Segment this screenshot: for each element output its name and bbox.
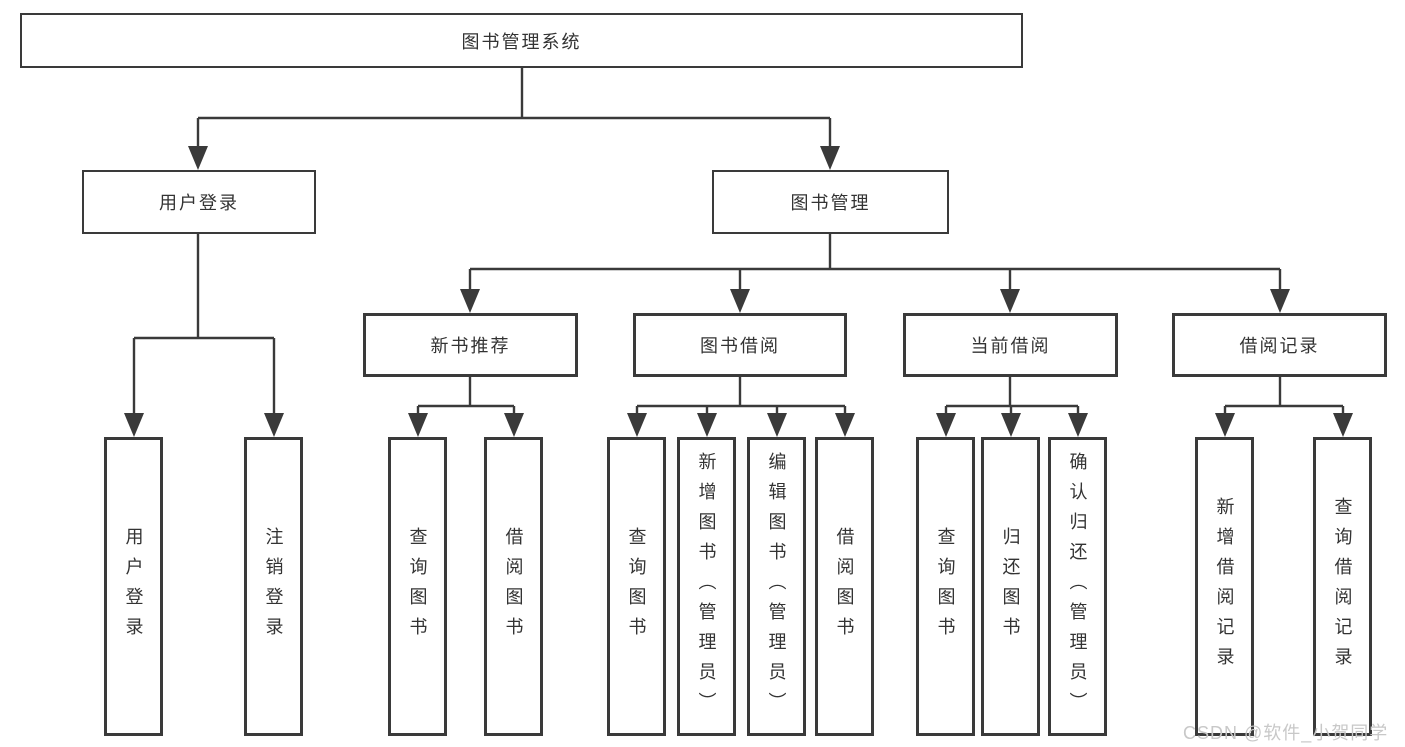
leaf-label: 查询借阅记录 (1332, 496, 1353, 677)
leaf-label: 查询图书 (626, 526, 647, 647)
connector-arrowheads (124, 146, 1353, 437)
leaf-logout: 注销登录 (244, 437, 303, 736)
leaf-label: 用户登录 (123, 526, 144, 647)
leaf-confirm-return-admin: 确认归还（管理员） (1048, 437, 1107, 736)
leaf-label: 编辑图书（管理员） (766, 451, 787, 722)
node-label: 图书借阅 (700, 336, 780, 356)
node-label: 图书管理 (790, 193, 871, 213)
leaf-label: 查询图书 (935, 526, 956, 647)
node-label: 图书管理系统 (461, 31, 582, 52)
leaf-borrow-books-borrowing: 借阅图书 (815, 437, 874, 736)
node-label: 当前借阅 (970, 336, 1051, 356)
leaf-query-books-borrowing: 查询图书 (607, 437, 666, 736)
node-label: 新书推荐 (430, 336, 511, 356)
leaf-query-books-recommend: 查询图书 (388, 437, 447, 736)
connector-shafts (132, 68, 1345, 416)
node-borrowing-records: 借阅记录 (1172, 313, 1387, 377)
node-library-system: 图书管理系统 (20, 13, 1023, 68)
leaf-label: 新增图书（管理员） (696, 451, 717, 722)
node-label: 借阅记录 (1239, 336, 1320, 356)
leaf-add-borrowing-record: 新增借阅记录 (1195, 437, 1254, 736)
leaf-query-books-current: 查询图书 (916, 437, 975, 736)
node-new-book-recommendation: 新书推荐 (363, 313, 578, 377)
leaf-add-books-admin: 新增图书（管理员） (677, 437, 736, 736)
leaf-query-borrowing-record: 查询借阅记录 (1313, 437, 1372, 736)
node-label: 用户登录 (159, 193, 239, 213)
leaf-label: 新增借阅记录 (1214, 496, 1235, 677)
leaf-return-books: 归还图书 (981, 437, 1040, 736)
leaf-label: 确认归还（管理员） (1067, 451, 1088, 722)
leaf-label: 借阅图书 (503, 526, 524, 647)
leaf-label: 归还图书 (1000, 526, 1021, 647)
leaf-label: 查询图书 (407, 526, 428, 647)
leaf-edit-books-admin: 编辑图书（管理员） (747, 437, 806, 736)
node-current-borrowing: 当前借阅 (903, 313, 1118, 377)
leaf-user-login: 用户登录 (104, 437, 163, 736)
node-user-login: 用户登录 (82, 170, 316, 234)
csdn-watermark: CSDN @软件_小贺同学 (1183, 723, 1389, 743)
leaf-label: 注销登录 (263, 526, 284, 647)
node-book-borrowing: 图书借阅 (633, 313, 847, 377)
node-book-management: 图书管理 (712, 170, 949, 234)
leaf-label: 借阅图书 (834, 526, 855, 647)
leaf-borrow-books-recommend: 借阅图书 (484, 437, 543, 736)
